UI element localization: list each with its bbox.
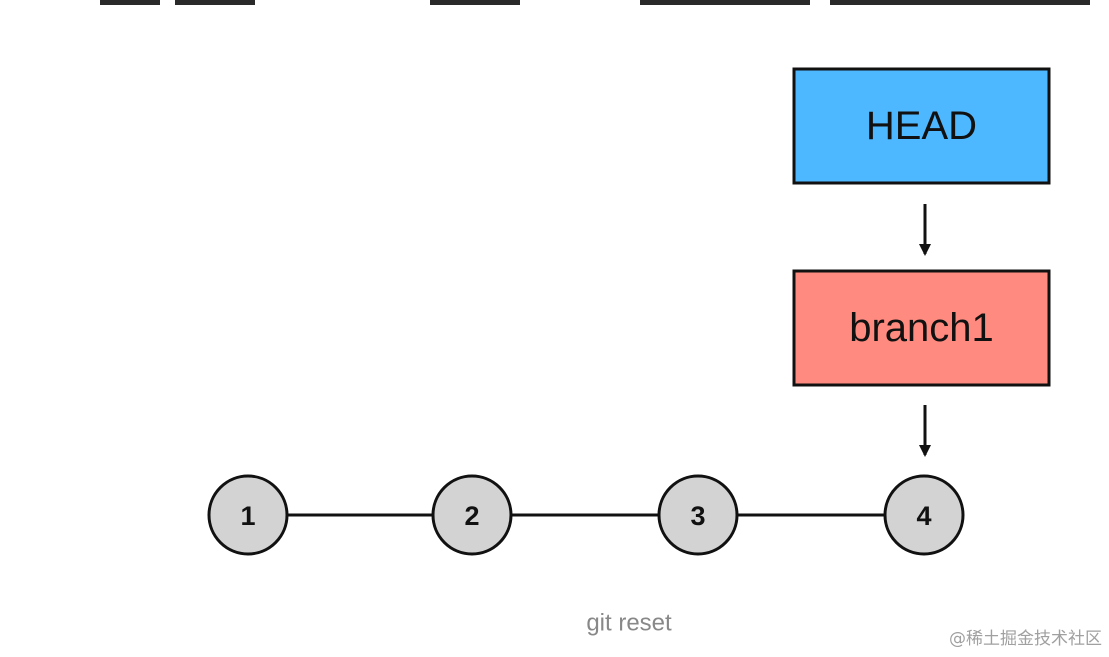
commit-label: 1 (240, 501, 255, 531)
branch-pointer: branch1 (792, 269, 1051, 387)
commit-circle (657, 474, 739, 556)
commit-circle (431, 474, 513, 556)
commit-node-2: 2 (431, 474, 513, 556)
head-pointer: HEAD (792, 67, 1051, 185)
watermark: @稀土掘金技术社区 (949, 629, 1102, 649)
head-box (792, 67, 1051, 185)
head-label: HEAD (866, 104, 977, 148)
commit-circle (883, 474, 965, 556)
branch-label: branch1 (849, 306, 994, 350)
cropped-top-text-fragment (100, 0, 1090, 5)
commit-nodes: 1 2 3 4 (207, 474, 965, 556)
commit-label: 3 (690, 501, 705, 531)
commit-label: 4 (916, 501, 931, 531)
branch-box (792, 269, 1051, 387)
commit-circle (207, 474, 289, 556)
commit-node-3: 3 (657, 474, 739, 556)
commit-label: 2 (464, 501, 479, 531)
figure-caption: git reset (586, 610, 672, 637)
commit-node-4: 4 (883, 474, 965, 556)
commit-node-1: 1 (207, 474, 289, 556)
